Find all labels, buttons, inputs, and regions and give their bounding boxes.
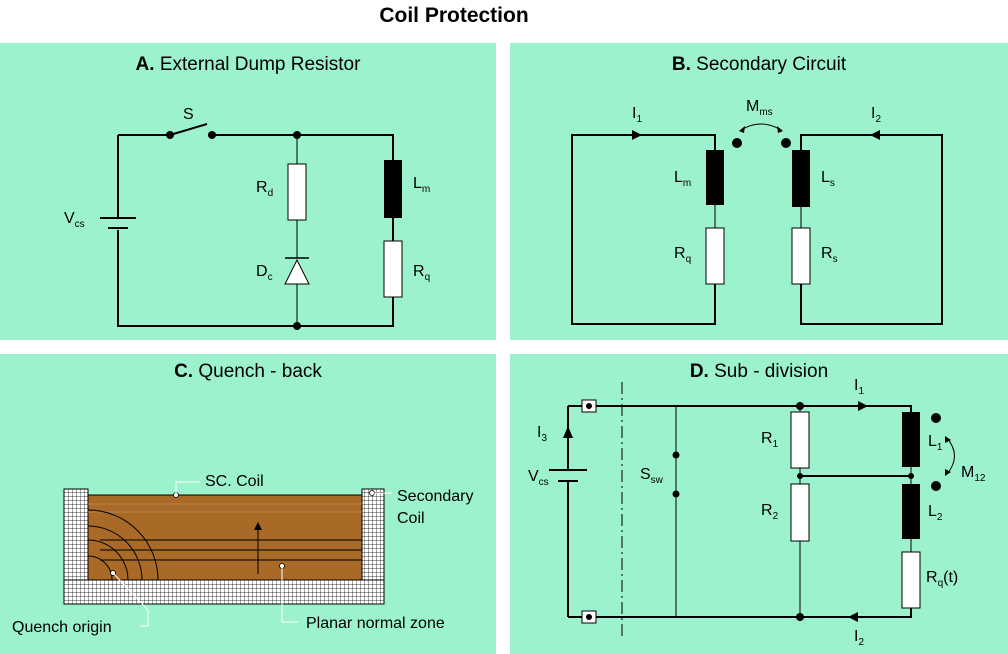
switch-contact bbox=[672, 451, 680, 459]
planar-zone-lines bbox=[100, 539, 362, 561]
label-r1: R1 bbox=[761, 430, 779, 450]
pointer-line bbox=[281, 566, 298, 623]
label-rqt: Rq(t) bbox=[926, 569, 958, 589]
label-switch: S bbox=[183, 106, 194, 123]
bottom-rail bbox=[596, 608, 912, 618]
resistor-rq bbox=[705, 227, 725, 285]
primary-loop bbox=[571, 134, 716, 325]
label-vcs: Vcs bbox=[64, 210, 85, 230]
arrow-i1 bbox=[858, 401, 868, 411]
panel-b: B. Secondary Circuit I1 I2 Mms Lm Ls Rq … bbox=[510, 43, 1008, 340]
arrow-head bbox=[739, 126, 745, 133]
inductor-ls bbox=[792, 150, 810, 207]
resistor-rs bbox=[791, 227, 811, 285]
switch-contact bbox=[166, 131, 174, 139]
sc-coil bbox=[87, 494, 363, 581]
switch-contact bbox=[672, 490, 680, 498]
wire bbox=[117, 230, 394, 327]
label-m12: M12 bbox=[961, 464, 986, 484]
arrow-i1 bbox=[632, 130, 642, 140]
terminal-dot bbox=[586, 614, 592, 620]
top-rail bbox=[596, 405, 912, 412]
label-rd: Rd bbox=[256, 179, 273, 199]
label-dc: Dc bbox=[256, 263, 273, 283]
pointer-line bbox=[112, 572, 149, 627]
panel-d-title: D. Sub - division bbox=[690, 361, 828, 382]
resistor-rqt bbox=[901, 551, 921, 609]
switch-blade bbox=[169, 123, 208, 136]
label-rq: Rq bbox=[674, 245, 691, 265]
panel-a-title: A. External Dump Resistor bbox=[136, 54, 362, 75]
label-secondary-2: Coil bbox=[397, 510, 425, 527]
label-planar-zone: Planar normal zone bbox=[306, 615, 445, 632]
panel-b-title: B. Secondary Circuit bbox=[672, 54, 847, 75]
label-l1: L1 bbox=[928, 433, 943, 453]
label-quench-origin: Quench origin bbox=[12, 619, 112, 636]
label-ls: Ls bbox=[821, 169, 835, 189]
mutual-arrow bbox=[946, 437, 955, 475]
arrow-head bbox=[945, 469, 951, 476]
resistor-r1 bbox=[790, 411, 810, 469]
label-rq: Rq bbox=[413, 263, 430, 283]
label-vcs: Vcs bbox=[528, 468, 549, 488]
panel-c: C. Quench - back SC. Coil Secondary Coil… bbox=[0, 354, 496, 654]
label-i1: I1 bbox=[632, 105, 642, 125]
inductor-lm bbox=[384, 160, 402, 218]
wire bbox=[212, 134, 394, 160]
panel-d: D. Sub - division bbox=[510, 354, 1008, 654]
arrow-i2 bbox=[870, 130, 880, 140]
pointer-line bbox=[175, 481, 200, 495]
quench-arc bbox=[87, 539, 129, 581]
polarity-dot bbox=[931, 481, 941, 491]
polarity-dot bbox=[732, 138, 742, 148]
arrow-head bbox=[254, 522, 262, 530]
arrow-i2 bbox=[848, 612, 858, 622]
resistor-r2 bbox=[790, 483, 810, 542]
label-lm: Lm bbox=[413, 175, 430, 195]
resistor-rq bbox=[383, 240, 403, 298]
arrow-head bbox=[945, 436, 951, 443]
quench-arc bbox=[87, 509, 159, 581]
page-title: Coil Protection bbox=[379, 4, 528, 27]
resistor-rd bbox=[287, 163, 307, 221]
secondary-coil-bottom bbox=[63, 579, 385, 605]
label-r2: R2 bbox=[761, 502, 779, 522]
junction-dot bbox=[293, 131, 301, 139]
diode-dc bbox=[284, 258, 310, 285]
terminal-dot bbox=[586, 403, 592, 409]
inductor-l2 bbox=[902, 484, 920, 539]
junction-dot bbox=[293, 322, 301, 330]
label-l2: L2 bbox=[928, 503, 943, 523]
label-secondary-1: Secondary bbox=[397, 488, 474, 505]
label-rs: Rs bbox=[821, 245, 838, 265]
arrow-head bbox=[777, 126, 783, 133]
secondary-loop bbox=[800, 134, 943, 325]
label-mms: Mms bbox=[746, 98, 773, 118]
junction-dot bbox=[796, 613, 804, 621]
polarity-dot bbox=[931, 413, 941, 423]
label-sc-coil: SC. Coil bbox=[205, 473, 264, 490]
label-i3: I3 bbox=[537, 424, 547, 444]
quench-arc bbox=[87, 555, 113, 581]
coil-texture bbox=[88, 503, 362, 513]
label-ssw: Ssw bbox=[640, 466, 664, 486]
switch-contact bbox=[208, 131, 216, 139]
wire bbox=[714, 205, 802, 228]
panel-a: A. External Dump Resistor S Rd Lm Vcs Dc… bbox=[0, 43, 496, 340]
inductor-l1 bbox=[902, 412, 920, 467]
inductor-lm bbox=[706, 150, 724, 205]
panel-c-title: C. Quench - back bbox=[174, 361, 322, 382]
label-i2: I2 bbox=[854, 628, 864, 648]
junction-dot bbox=[796, 402, 804, 410]
label-i1: I1 bbox=[854, 377, 864, 397]
polarity-dot bbox=[781, 138, 791, 148]
quench-arc bbox=[87, 525, 143, 581]
label-i2: I2 bbox=[871, 105, 881, 125]
arrow-i3 bbox=[563, 426, 573, 438]
label-lm: Lm bbox=[674, 169, 691, 189]
